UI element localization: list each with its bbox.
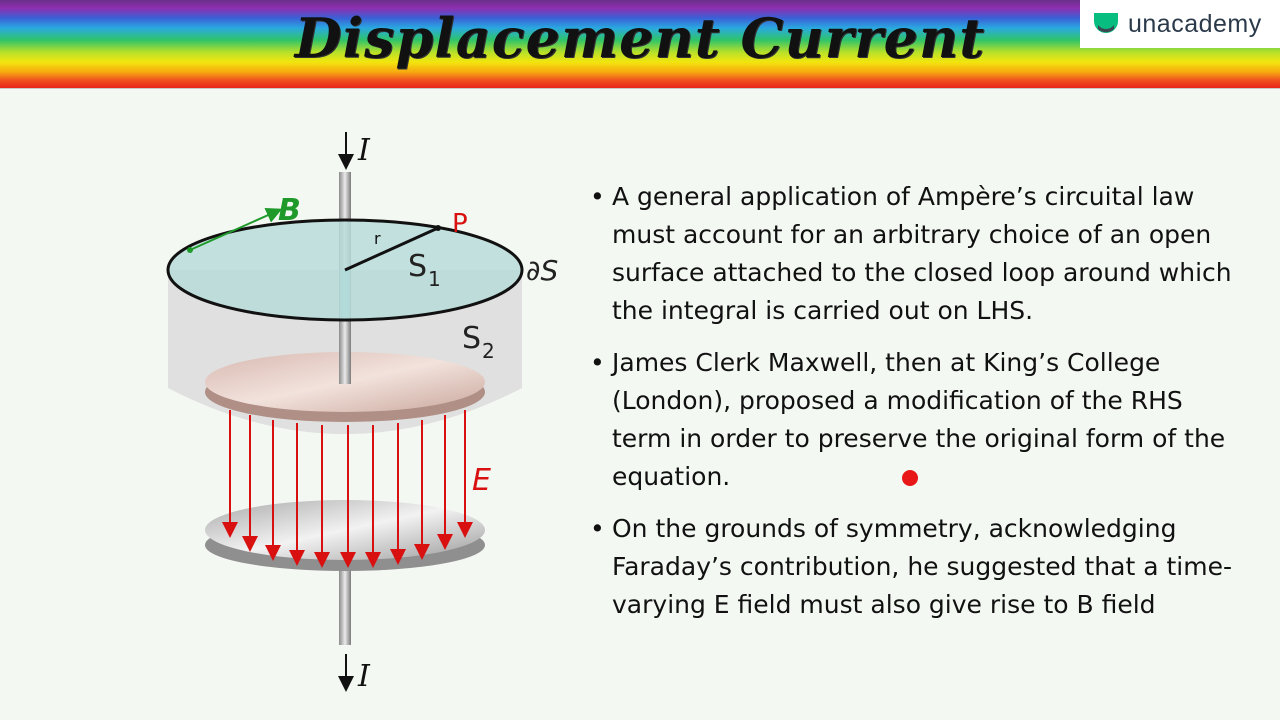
current-bottom-label: I: [357, 659, 371, 694]
unacademy-logo-icon: [1094, 13, 1118, 33]
b-origin-dot: [187, 247, 193, 253]
laser-pointer-dot: [902, 470, 918, 486]
current-top-label: I: [357, 133, 371, 168]
radius-line: [344, 226, 439, 272]
b-label: B: [278, 193, 301, 228]
logo-text: unacademy: [1128, 9, 1262, 38]
point-p-dot: [435, 225, 441, 231]
bullet-item: • James Clerk Maxwell, then at King’s Co…: [590, 344, 1250, 496]
s2-subscript: 2: [482, 339, 495, 363]
b-field-arrow: [189, 207, 283, 251]
lower-wire: [339, 565, 351, 645]
e-label: E: [472, 463, 491, 498]
bullet-marker: •: [590, 348, 605, 377]
p-label: P: [452, 209, 468, 239]
bullet-list: • A general application of Ampère’s circ…: [590, 178, 1250, 638]
bullet-text: James Clerk Maxwell, then at King’s Coll…: [612, 348, 1226, 491]
slide-title: Displacement Current: [294, 6, 986, 70]
s1-subscript: 1: [428, 267, 441, 291]
r-label: r: [374, 229, 381, 248]
bullet-marker: •: [590, 182, 605, 211]
bullet-text: A general application of Ampère’s circui…: [612, 182, 1232, 325]
bottom-plate: [205, 500, 485, 560]
bullet-marker: •: [590, 514, 605, 543]
bullet-item: • On the grounds of symmetry, acknowledg…: [590, 510, 1250, 624]
capacitor-diagram: I I B P r S 1 ∂S S 2 E: [166, 132, 558, 694]
bullet-item: • A general application of Ampère’s circ…: [590, 178, 1250, 330]
bullet-text: On the grounds of symmetry, acknowledgin…: [612, 514, 1232, 619]
brand-logo: unacademy: [1080, 0, 1280, 48]
ds-label: ∂S: [526, 254, 558, 287]
header-banner: Displacement Current unacademy: [0, 0, 1280, 88]
s1-label: S: [408, 249, 427, 284]
s2-label: S: [462, 321, 481, 356]
e-field-arrows: [222, 410, 473, 568]
